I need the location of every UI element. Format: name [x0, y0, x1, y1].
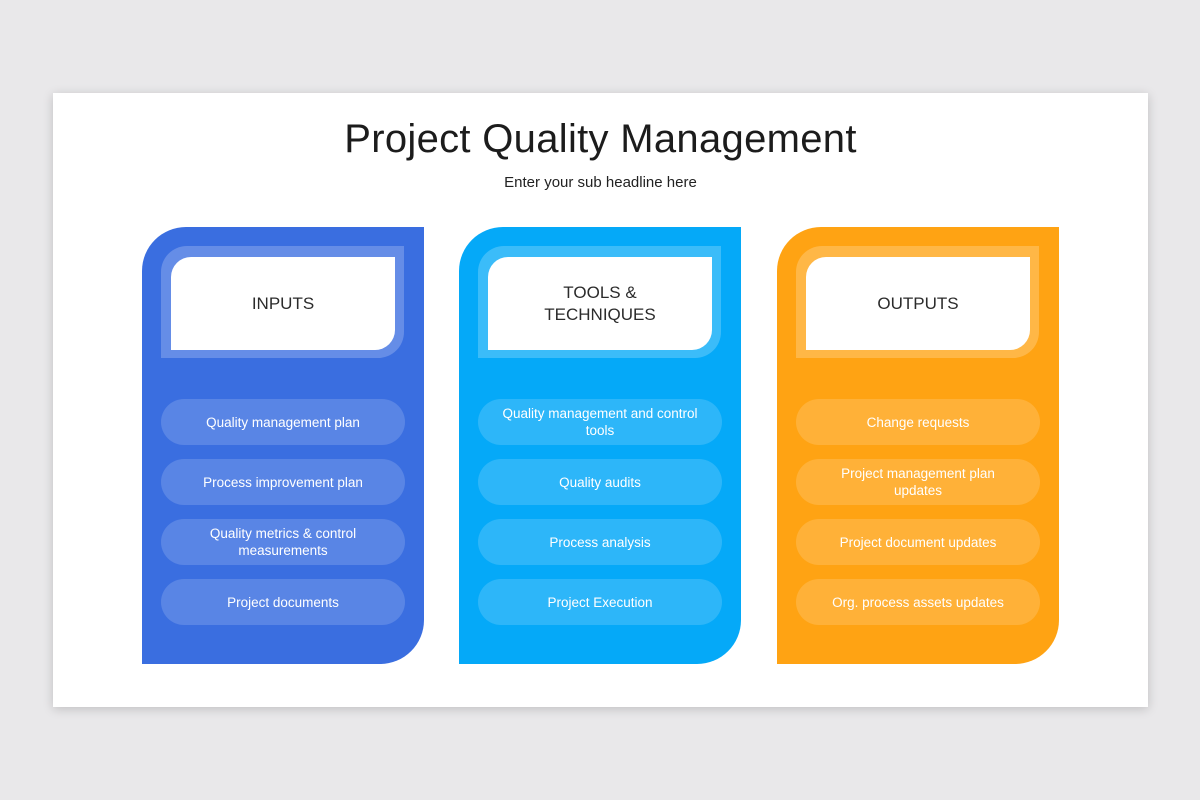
column-heading: OUTPUTS	[877, 293, 959, 313]
list-item-label: Quality metrics & control measurements	[209, 526, 357, 558]
list-item: Project management plan updates	[796, 459, 1040, 505]
column-items: Change requests Project management plan …	[796, 399, 1040, 639]
slide-subtitle: Enter your sub headline here	[504, 174, 697, 191]
list-item-label: Project documents	[227, 594, 339, 610]
list-item-label: Project management plan updates	[841, 466, 995, 498]
column-heading: INPUTS	[251, 293, 315, 313]
column-items: Quality management and control tools Qua…	[478, 399, 722, 639]
list-item: Quality metrics & control measurements	[161, 519, 405, 565]
list-item-label: Quality audits	[559, 474, 641, 490]
list-item-label: Change requests	[866, 414, 970, 430]
list-item: Quality audits	[478, 459, 722, 505]
list-item: Process analysis	[478, 519, 722, 565]
column-header-card: INPUTS	[171, 257, 395, 350]
list-item: Quality management plan	[161, 399, 405, 445]
list-item-label: Process analysis	[549, 534, 651, 550]
slide: Project Quality Management Enter your su…	[53, 93, 1148, 707]
list-item: Org. process assets updates	[796, 579, 1040, 625]
list-item: Process improvement plan	[161, 459, 405, 505]
list-item: Project Execution	[478, 579, 722, 625]
list-item: Change requests	[796, 399, 1040, 445]
column-items: Quality management plan Process improvem…	[161, 399, 405, 639]
list-item-label: Quality management and control tools	[502, 406, 698, 438]
list-item-label: Org. process assets updates	[832, 594, 1004, 610]
column-tools-techniques: TOOLS & TECHNIQUES Quality management an…	[459, 227, 741, 664]
slide-title: Project Quality Management	[344, 117, 857, 161]
list-item-label: Process improvement plan	[203, 474, 363, 490]
list-item: Quality management and control tools	[478, 399, 722, 445]
list-item: Project document updates	[796, 519, 1040, 565]
column-heading: TOOLS & TECHNIQUES	[544, 282, 656, 324]
column-inputs: INPUTS Quality management plan Process i…	[142, 227, 424, 664]
column-header-card: OUTPUTS	[806, 257, 1030, 350]
list-item-label: Quality management plan	[206, 414, 360, 430]
column-outputs: OUTPUTS Change requests Project manageme…	[777, 227, 1059, 664]
list-item-label: Project Execution	[547, 594, 653, 610]
list-item: Project documents	[161, 579, 405, 625]
column-header-card: TOOLS & TECHNIQUES	[488, 257, 712, 350]
list-item-label: Project document updates	[839, 534, 997, 550]
